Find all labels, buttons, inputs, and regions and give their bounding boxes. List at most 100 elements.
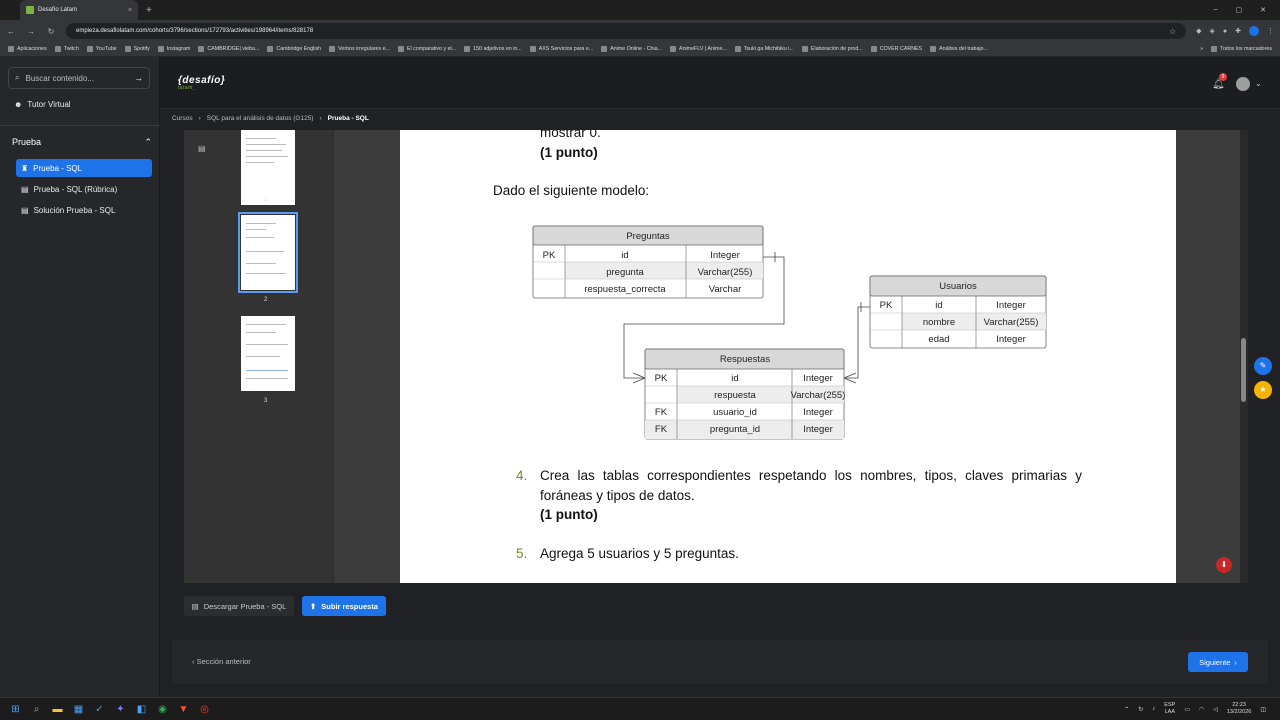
extension-icon[interactable]: ◈ — [1209, 28, 1215, 35]
bookmark-favicon-icon — [54, 46, 61, 52]
bookmark-item[interactable]: Elaboración de prod... — [798, 46, 867, 52]
bookmark-favicon-icon — [930, 46, 937, 52]
breadcrumb-cursos[interactable]: Cursos — [172, 115, 193, 122]
sidebar-item-rubrica[interactable]: ▤ Prueba - SQL (Rúbrica) — [21, 184, 118, 194]
menu-kebab-icon[interactable]: ⋮ — [1267, 28, 1274, 35]
notifications-icon[interactable]: ◫ — [1260, 706, 1266, 713]
bookmark-item[interactable]: AXS Servicios para e... — [526, 46, 597, 52]
arrow-right-icon[interactable]: → — [134, 73, 143, 83]
thumbnail-panel: ▤ 1 2 3 — [184, 130, 334, 583]
browser-tab[interactable]: Desafío Latam × — [20, 0, 138, 20]
forward-icon[interactable]: → — [27, 26, 35, 36]
page-thumbnail-3[interactable] — [241, 316, 295, 391]
pdf-icon[interactable]: ⬇ — [1216, 557, 1232, 573]
chevron-up-icon[interactable]: ⌃ — [144, 137, 152, 147]
svg-text:pregunta_id: pregunta_id — [710, 424, 760, 435]
extension-icon[interactable]: ● — [1222, 27, 1228, 35]
bookmark-item[interactable]: Anime Online - Chia... — [597, 46, 666, 52]
teams-icon[interactable]: ✦ — [116, 703, 125, 715]
bookmark-item[interactable]: Análisis del trabajo... — [926, 46, 992, 52]
star-icon[interactable]: ★ — [1254, 381, 1272, 399]
chevron-left-icon: ‹ — [192, 657, 195, 666]
bookmark-item[interactable]: CAMBRIDGE| vieba... — [194, 46, 263, 52]
bookmark-favicon-icon — [870, 46, 877, 52]
file-explorer-icon[interactable]: ▬ — [52, 703, 63, 715]
store-icon[interactable]: ▦ — [73, 703, 84, 715]
desafio-latam-logo[interactable]: {desafío} latam_ — [178, 75, 226, 91]
pdf-viewer[interactable]: ▤ 1 2 3 mostrar 0. (1 punto) Dado el sig… — [184, 130, 1248, 583]
bookmark-item[interactable]: Instagram — [154, 46, 195, 52]
thumbnail-toggle-icon[interactable]: ▤ — [198, 144, 206, 153]
refresh-icon[interactable]: ↻ — [1138, 706, 1144, 713]
svg-text:id: id — [935, 300, 942, 311]
microphone-icon[interactable]: ♪ — [1152, 706, 1156, 712]
page-thumbnail-2[interactable] — [238, 212, 298, 293]
bookmark-item[interactable]: Tsuki ga Michibiku i... — [731, 46, 798, 52]
bookmark-item[interactable]: Cambridge English — [263, 46, 325, 52]
extensions-puzzle-icon[interactable]: ✚ — [1235, 28, 1241, 35]
search-icon[interactable]: ⌕ — [33, 703, 40, 715]
bookmark-item[interactable]: Aplicaciones — [4, 46, 51, 52]
bookmark-item[interactable]: Twitch — [51, 46, 83, 52]
wifi-icon[interactable]: ◠ — [1198, 706, 1205, 713]
sidebar-item-prueba-sql[interactable]: ♜ Prueba - SQL — [16, 159, 152, 177]
bell-icon[interactable]: 🔔︎ — [1212, 79, 1225, 90]
svg-text:id: id — [731, 373, 738, 384]
breadcrumb-course[interactable]: SQL para el análisis de datos (G125) — [206, 115, 314, 122]
table-title: Preguntas — [626, 231, 670, 242]
download-button[interactable]: ▤ Descargar Prueba - SQL — [184, 596, 294, 616]
course-sidebar: ⌕ Buscar contenido... → ☻ Tutor Virtual … — [0, 57, 160, 697]
bookmark-item[interactable]: AnimeFLV | Anime... — [666, 46, 731, 52]
minimize-button[interactable]: – — [1213, 6, 1218, 13]
bookmarks-overflow[interactable]: » — [1200, 46, 1204, 52]
reload-icon[interactable]: ↻ — [47, 26, 55, 36]
chevron-up-icon[interactable]: ⌃ — [1124, 706, 1130, 713]
brave-icon[interactable]: ▼ — [178, 703, 189, 715]
bookmark-star-icon[interactable]: ☆ — [1168, 26, 1177, 36]
monitor-icon[interactable]: ▭ — [1184, 706, 1190, 713]
search-box[interactable]: ⌕ Buscar contenido... → — [8, 67, 150, 89]
upload-answer-button[interactable]: ⬆ Subir respuesta — [302, 596, 386, 616]
tab-close-icon[interactable]: × — [127, 6, 132, 14]
extension-icon[interactable]: ◆ — [1196, 28, 1202, 35]
svg-text:usuario_id: usuario_id — [713, 407, 757, 418]
section-header[interactable]: Prueba ⌃ — [12, 137, 152, 147]
chat-icon[interactable]: ✎ — [1254, 357, 1272, 375]
chevron-right-icon: › — [319, 115, 322, 122]
address-bar[interactable]: empieza.desafiolatam.com/cohorts/3796/se… — [66, 23, 1187, 39]
app-icon[interactable]: ◧ — [136, 703, 147, 715]
bookmark-item[interactable]: YouTube — [83, 46, 121, 52]
svg-text:respuesta_correcta: respuesta_correcta — [584, 284, 666, 295]
volume-icon[interactable]: ◁ — [1213, 706, 1218, 713]
previous-section-button[interactable]: ‹ Sección anterior — [192, 657, 251, 666]
new-tab-button[interactable]: + — [146, 4, 152, 16]
chevron-right-icon: › — [198, 115, 201, 122]
search-input[interactable]: Buscar contenido... — [25, 73, 94, 83]
avatar[interactable] — [1236, 77, 1250, 91]
chevron-down-icon[interactable]: ⌄ — [1255, 79, 1262, 88]
maximize-button[interactable]: ▢ — [1235, 7, 1243, 14]
bookmark-item[interactable]: Verbos irregulares e... — [325, 46, 394, 52]
back-icon[interactable]: ← — [7, 26, 15, 36]
bookmark-item[interactable]: 150 adjetivos en in... — [460, 46, 526, 52]
todo-icon[interactable]: ✓ — [95, 703, 104, 715]
tutor-virtual-link[interactable]: ☻ Tutor Virtual — [14, 100, 71, 109]
windows-start-icon[interactable]: ⊞ — [11, 703, 20, 715]
viewer-scrollbar[interactable] — [1240, 130, 1248, 583]
svg-text:Varchar(255): Varchar(255) — [791, 390, 846, 401]
close-window-button[interactable]: ✕ — [1260, 7, 1266, 14]
profile-avatar[interactable] — [1249, 26, 1259, 36]
next-button[interactable]: Siguiente › — [1188, 652, 1248, 672]
all-bookmarks[interactable]: Todos los marcadores — [1207, 46, 1276, 52]
bookmark-item[interactable]: El comparativo y el... — [394, 46, 460, 52]
sidebar-item-solucion[interactable]: ▤ Solución Prueba - SQL — [21, 205, 116, 215]
chrome-icon[interactable]: ◎ — [200, 703, 209, 715]
chrome-icon[interactable]: ◉ — [158, 703, 167, 715]
page-text: foráneas y tipos de datos. — [540, 488, 695, 503]
folder-icon — [1211, 46, 1218, 52]
page-thumbnail-1[interactable] — [241, 130, 295, 205]
bookmark-item[interactable]: COVER CARNES — [867, 46, 926, 52]
bookmark-item[interactable]: Spotify — [121, 46, 154, 52]
